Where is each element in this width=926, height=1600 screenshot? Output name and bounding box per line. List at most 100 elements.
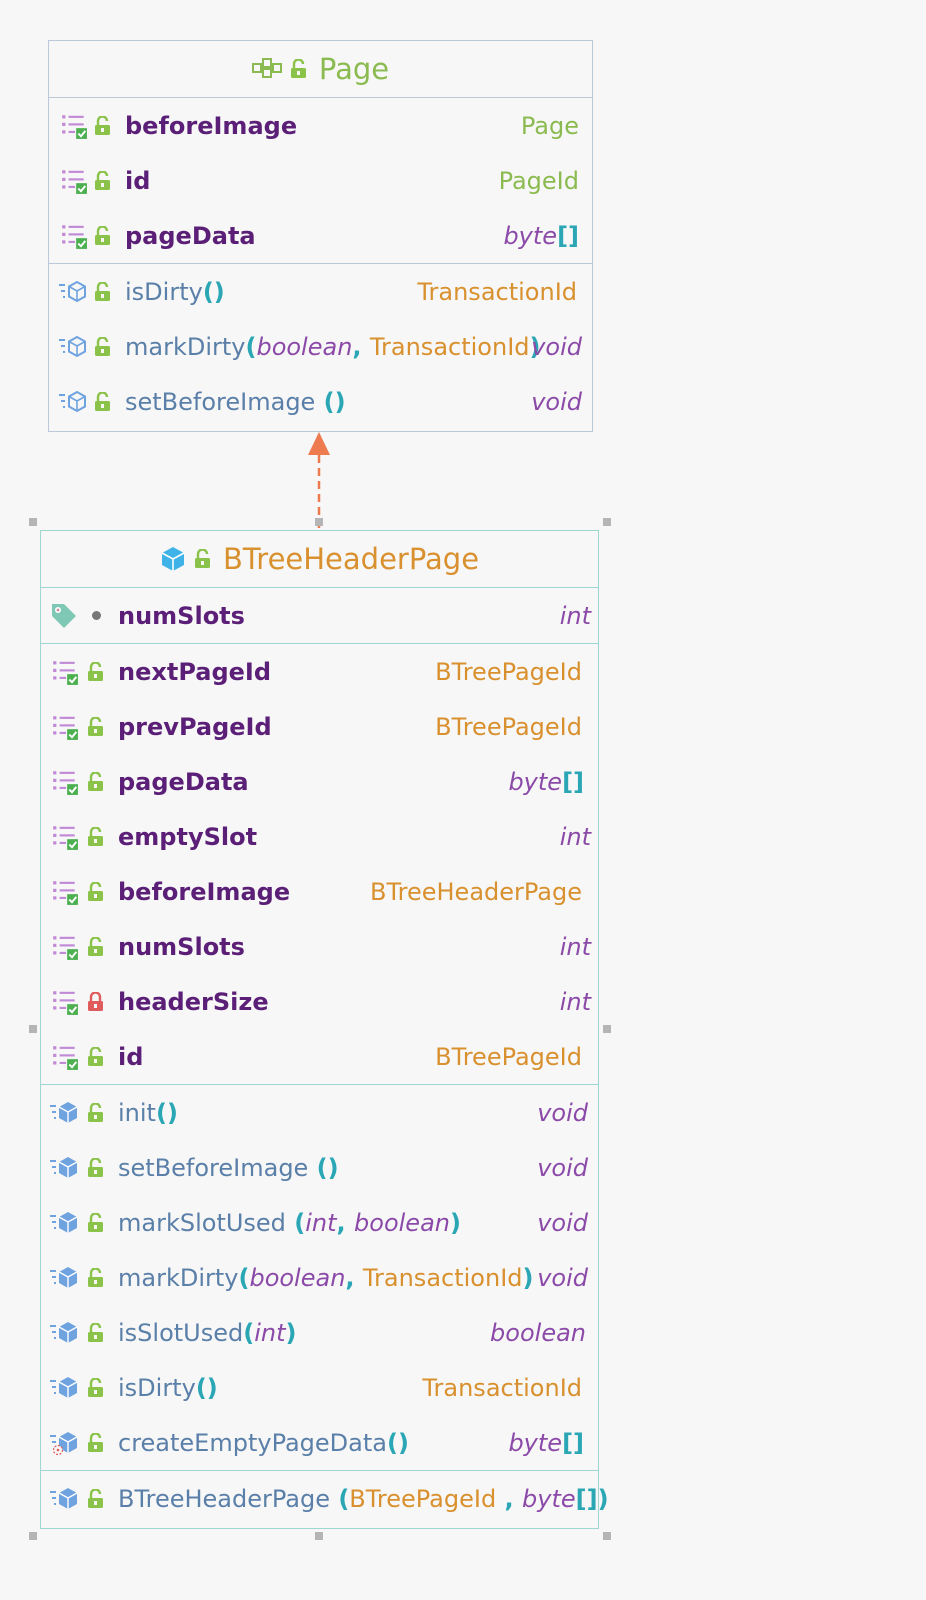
field-type: BTreePageId bbox=[435, 712, 582, 741]
field-type: int bbox=[559, 822, 591, 851]
lock-open-icon bbox=[87, 882, 104, 902]
constructor-signature: BTreeHeaderPage (BTreePageId , byte[]) bbox=[118, 1484, 609, 1513]
field-row[interactable]: emptySlot int bbox=[41, 809, 598, 864]
field-row[interactable]: pageData byte[] bbox=[49, 208, 592, 263]
method-row[interactable]: isSlotUsed(int) boolean bbox=[41, 1305, 598, 1360]
return-type: void bbox=[537, 1208, 588, 1237]
lock-open-icon bbox=[194, 549, 211, 569]
static-fields-section: numSlots int bbox=[41, 588, 598, 644]
field-row[interactable]: headerSize int bbox=[41, 974, 598, 1029]
method-signature: setBeforeImage () bbox=[125, 387, 346, 416]
field-type: byte[] bbox=[508, 767, 584, 796]
field-type: byte[] bbox=[503, 221, 579, 250]
return-type: void bbox=[537, 1153, 588, 1182]
field-type: Page bbox=[520, 111, 579, 140]
lock-open-icon bbox=[94, 116, 111, 136]
return-type: void bbox=[537, 1263, 588, 1292]
constructor-row[interactable]: BTreeHeaderPage (BTreePageId , byte[]) bbox=[41, 1471, 609, 1526]
lock-open-icon bbox=[87, 1378, 104, 1398]
field-icon bbox=[51, 713, 79, 741]
field-name: beforeImage bbox=[125, 111, 298, 140]
resize-handle[interactable] bbox=[315, 518, 323, 526]
method-row[interactable]: createEmptyPageData() byte[] bbox=[41, 1415, 598, 1470]
field-type: PageId bbox=[498, 166, 579, 195]
field-icon bbox=[51, 933, 79, 961]
method-row[interactable]: setBeforeImage () void bbox=[49, 374, 592, 429]
method-row[interactable]: isDirty() TransactionId bbox=[49, 264, 592, 319]
field-name: numSlots bbox=[118, 932, 245, 961]
method-icon bbox=[48, 1320, 80, 1346]
field-icon bbox=[51, 768, 79, 796]
return-type: void bbox=[531, 332, 582, 361]
field-row[interactable]: pageData byte[] bbox=[41, 754, 598, 809]
package-dot-icon bbox=[92, 611, 101, 620]
field-type: int bbox=[559, 987, 591, 1016]
field-row[interactable]: nextPageId BTreePageId bbox=[41, 644, 598, 699]
return-type: byte[] bbox=[508, 1428, 584, 1457]
field-name: pageData bbox=[125, 221, 256, 250]
methods-section: init() void setBeforeImage () void markS… bbox=[41, 1085, 598, 1471]
lock-open-icon bbox=[87, 1268, 104, 1288]
method-row[interactable]: isDirty() TransactionId bbox=[41, 1360, 598, 1415]
resize-handle[interactable] bbox=[603, 1532, 611, 1540]
method-icon bbox=[48, 1375, 80, 1401]
constructors-section: BTreeHeaderPage (BTreePageId , byte[]) bbox=[41, 1471, 609, 1526]
field-row[interactable]: id BTreePageId bbox=[41, 1029, 598, 1084]
field-row[interactable]: beforeImage Page bbox=[49, 98, 592, 153]
field-type: int bbox=[559, 932, 591, 961]
resize-handle[interactable] bbox=[29, 1025, 37, 1033]
resize-handle[interactable] bbox=[315, 1532, 323, 1540]
method-signature: setBeforeImage () bbox=[118, 1153, 339, 1182]
lock-open-icon bbox=[87, 937, 104, 957]
resize-handle[interactable] bbox=[603, 1025, 611, 1033]
field-type: BTreePageId bbox=[435, 1042, 582, 1071]
field-icon bbox=[51, 658, 79, 686]
return-type: TransactionId bbox=[417, 277, 577, 306]
lock-open-icon bbox=[290, 59, 307, 79]
resize-handle[interactable] bbox=[29, 518, 37, 526]
method-row[interactable]: markSlotUsed (int, boolean) void bbox=[41, 1195, 598, 1250]
fields-section: beforeImage Page id PageId pageData byte… bbox=[49, 98, 592, 264]
field-name: beforeImage bbox=[118, 877, 291, 906]
fields-section: nextPageId BTreePageId prevPageId BTreeP… bbox=[41, 644, 598, 1085]
resize-handle[interactable] bbox=[603, 518, 611, 526]
method-row[interactable]: markDirty(boolean, TransactionId) void bbox=[41, 1250, 598, 1305]
class-title: BTreeHeaderPage bbox=[222, 542, 480, 576]
field-name: headerSize bbox=[118, 987, 269, 1016]
field-row[interactable]: prevPageId BTreePageId bbox=[41, 699, 598, 754]
method-row[interactable]: init() void bbox=[41, 1085, 598, 1140]
method-icon bbox=[48, 1155, 80, 1181]
method-signature: markDirty(boolean, TransactionId) bbox=[118, 1263, 534, 1292]
field-row[interactable]: numSlots int bbox=[41, 919, 598, 974]
field-row[interactable]: id PageId bbox=[49, 153, 592, 208]
btree-title-row: BTreeHeaderPage bbox=[41, 531, 598, 588]
return-type: boolean bbox=[490, 1318, 586, 1347]
methods-section: isDirty() TransactionId markDirty(boolea… bbox=[49, 264, 592, 429]
btree-header-page-class-box[interactable]: BTreeHeaderPage numSlots int nextPageId … bbox=[40, 530, 609, 1529]
field-name: id bbox=[118, 1042, 144, 1071]
return-type: TransactionId bbox=[422, 1373, 582, 1402]
page-interface-box[interactable]: Page beforeImage Page id PageId pageData… bbox=[48, 40, 593, 432]
field-icon bbox=[60, 222, 88, 250]
method-signature: isSlotUsed(int) bbox=[118, 1318, 297, 1347]
lock-open-icon bbox=[94, 171, 111, 191]
class-icon bbox=[161, 547, 185, 571]
method-row[interactable]: setBeforeImage () void bbox=[41, 1140, 598, 1195]
static-field-row[interactable]: numSlots int bbox=[41, 588, 598, 643]
field-icon bbox=[60, 112, 88, 140]
lock-open-icon bbox=[94, 337, 111, 357]
lock-open-icon bbox=[94, 282, 111, 302]
field-name: pageData bbox=[118, 767, 249, 796]
field-name: prevPageId bbox=[118, 712, 272, 741]
method-signature: isDirty() bbox=[125, 277, 225, 306]
field-name: emptySlot bbox=[118, 822, 258, 851]
resize-handle[interactable] bbox=[29, 1532, 37, 1540]
return-type: void bbox=[531, 387, 582, 416]
method-row[interactable]: markDirty(boolean, TransactionId) void bbox=[49, 319, 592, 374]
field-type: BTreePageId bbox=[435, 657, 582, 686]
field-name: nextPageId bbox=[118, 657, 272, 686]
method-icon bbox=[57, 334, 89, 360]
method-icon bbox=[48, 1100, 80, 1126]
field-row[interactable]: beforeImage BTreeHeaderPage bbox=[41, 864, 598, 919]
method-icon bbox=[48, 1265, 80, 1291]
